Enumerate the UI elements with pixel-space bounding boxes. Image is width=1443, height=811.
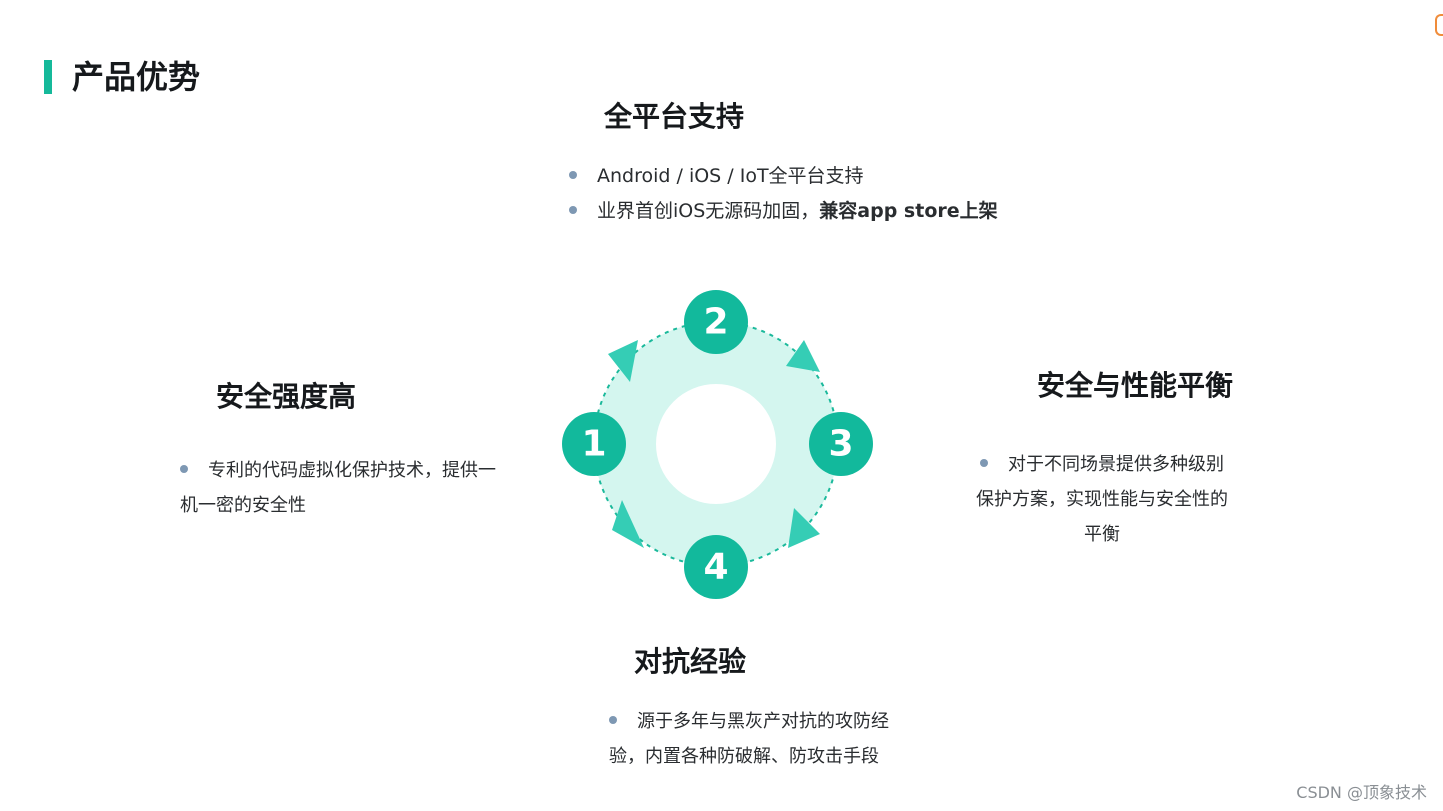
text-line-content: 对于不同场景提供多种级别 bbox=[1008, 454, 1224, 475]
bullet-dot-icon bbox=[609, 716, 617, 724]
corner-decoration bbox=[1435, 14, 1443, 36]
cycle-node-4: 4 bbox=[684, 535, 748, 599]
cycle-node-3: 3 bbox=[809, 412, 873, 476]
cycle-node-circle bbox=[562, 412, 626, 476]
text-line-content: 专利的代码虚拟化保护技术，提供一 bbox=[208, 460, 496, 481]
text-line: 专利的代码虚拟化保护技术，提供一 bbox=[180, 453, 496, 488]
cycle-node-1: 1 bbox=[562, 412, 626, 476]
cycle-diagram: 2 3 4 1 bbox=[562, 290, 873, 599]
bullet-dot-icon bbox=[980, 459, 988, 467]
performance-balance-text: 对于不同场景提供多种级别 保护方案，实现性能与安全性的 平衡 bbox=[962, 447, 1242, 552]
adversarial-experience-text: 源于多年与黑灰产对抗的攻防经 验，内置各种防破解、防攻击手段 bbox=[609, 704, 889, 774]
cycle-arrow-icon bbox=[788, 508, 820, 548]
text-line: 验，内置各种防破解、防攻击手段 bbox=[609, 746, 879, 767]
text-line: 对于不同场景提供多种级别 bbox=[962, 447, 1242, 482]
text-line: 机一密的安全性 bbox=[180, 495, 306, 516]
bullet-item: Android / iOS / IoT全平台支持 bbox=[569, 159, 998, 194]
platform-bullets: Android / iOS / IoT全平台支持 业界首创iOS无源码加固，兼容… bbox=[569, 159, 998, 229]
section-title-security-strength: 安全强度高 bbox=[216, 380, 357, 413]
section-title-performance-balance: 安全与性能平衡 bbox=[1037, 369, 1234, 402]
title-accent-bar bbox=[44, 60, 52, 94]
cycle-node-label: 4 bbox=[703, 547, 728, 588]
cycle-node-label: 2 bbox=[703, 302, 728, 343]
bullet-text-strong: 兼容app store上架 bbox=[819, 200, 998, 222]
bullet-text: 业界首创iOS无源码加固， bbox=[597, 200, 820, 222]
bullet-text: Android / iOS / IoT全平台支持 bbox=[597, 165, 864, 187]
cycle-ring bbox=[594, 321, 838, 567]
text-line-content: 源于多年与黑灰产对抗的攻防经 bbox=[637, 711, 889, 732]
bullet-dot-icon bbox=[569, 205, 577, 214]
cycle-node-2: 2 bbox=[684, 290, 748, 354]
text-line: 平衡 bbox=[1084, 524, 1120, 545]
watermark: CSDN @顶象技术 bbox=[1296, 783, 1427, 802]
cycle-node-circle bbox=[809, 412, 873, 476]
cycle-node-label: 1 bbox=[581, 424, 606, 465]
text-line: 保护方案，实现性能与安全性的 bbox=[976, 489, 1228, 510]
bullet-item: 业界首创iOS无源码加固，兼容app store上架 bbox=[569, 194, 998, 229]
cycle-node-circle bbox=[684, 290, 748, 354]
cycle-arrow-icon bbox=[786, 340, 820, 372]
cycle-arrow-icon bbox=[612, 500, 644, 548]
bullet-dot-icon bbox=[180, 465, 188, 473]
cycle-node-label: 3 bbox=[828, 424, 853, 465]
section-title-adversarial-experience: 对抗经验 bbox=[634, 645, 747, 678]
bullet-dot-icon bbox=[569, 170, 577, 179]
cycle-node-circle bbox=[684, 535, 748, 599]
text-line: 源于多年与黑灰产对抗的攻防经 bbox=[609, 704, 889, 739]
section-title-platform: 全平台支持 bbox=[604, 100, 745, 133]
page-title: 产品优势 bbox=[72, 58, 201, 96]
cycle-arrow-icon bbox=[608, 340, 638, 382]
security-strength-text: 专利的代码虚拟化保护技术，提供一 机一密的安全性 bbox=[180, 453, 496, 523]
